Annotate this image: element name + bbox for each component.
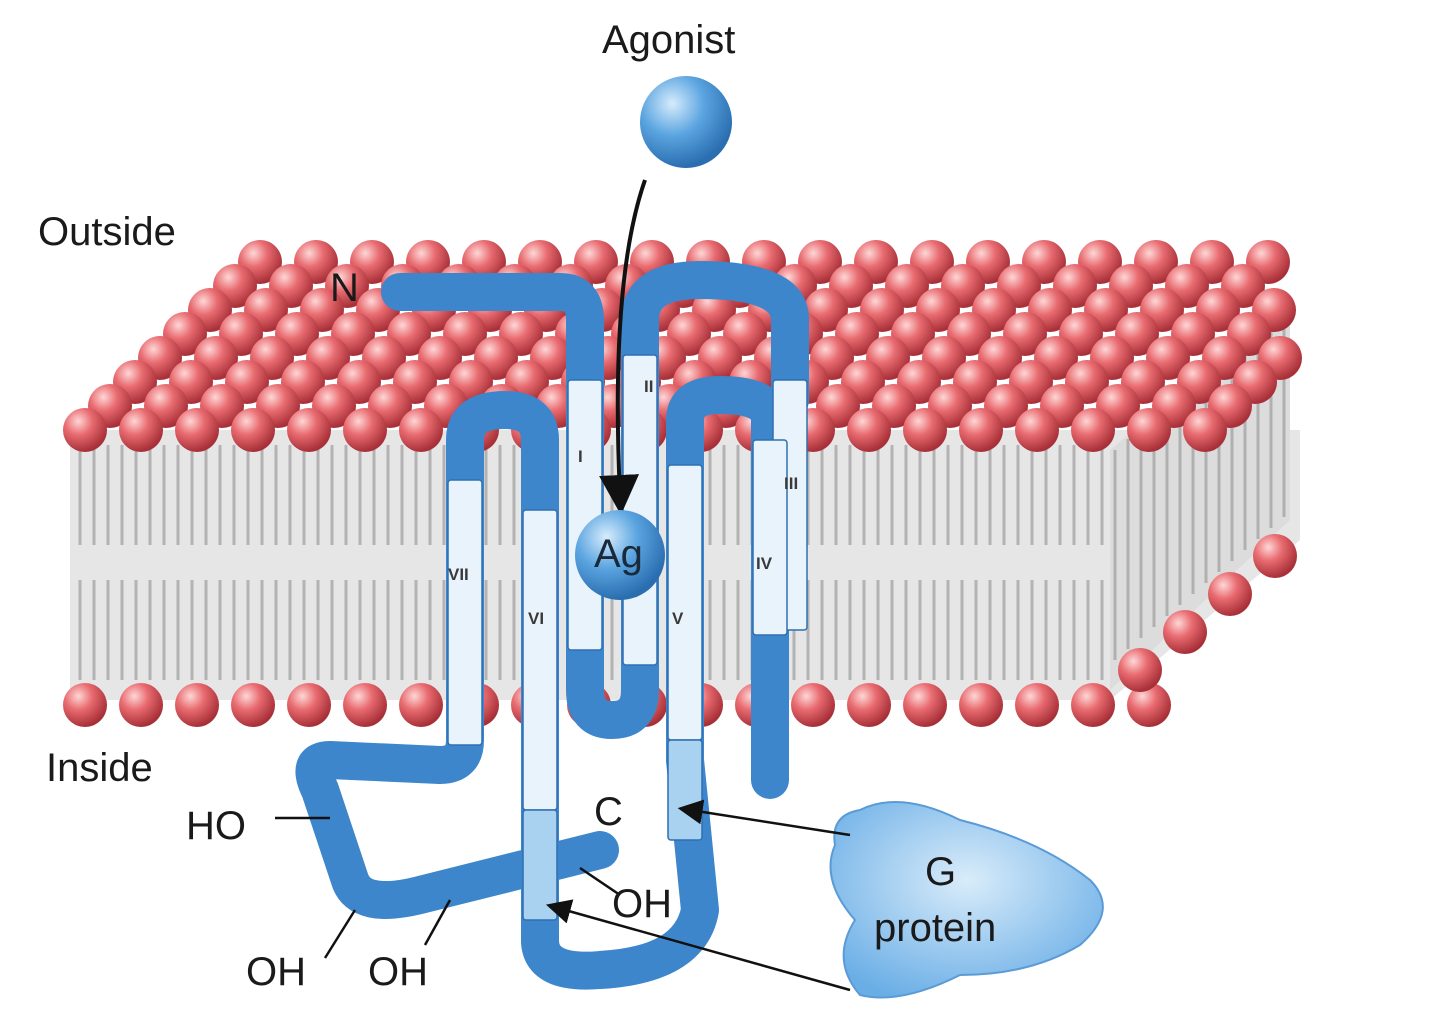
lipid-head <box>903 408 947 452</box>
helix-label-5: V <box>672 609 684 628</box>
oh-label-left: OH <box>246 950 306 994</box>
lipid-head <box>119 408 163 452</box>
lipid-head <box>1015 683 1059 727</box>
lipid-head <box>287 408 331 452</box>
bound-agonist <box>575 510 665 600</box>
n-terminus-label: N <box>330 266 359 310</box>
lipid-head <box>1015 408 1059 452</box>
lipid-head <box>791 683 835 727</box>
g-protein-label-line1: G <box>925 850 957 894</box>
pointer-lines <box>275 799 851 992</box>
lipid-head <box>63 408 107 452</box>
g-protein <box>829 801 1104 999</box>
lipid-head <box>847 683 891 727</box>
lipid-head <box>399 408 443 452</box>
helix-label-4: IV <box>756 554 773 573</box>
helix-label-6: VI <box>528 609 545 628</box>
lipid-head <box>231 683 275 727</box>
lipid-head <box>231 408 275 452</box>
lipid-head <box>959 683 1003 727</box>
helix-label-7: VII <box>448 565 469 584</box>
lipid-head <box>287 683 331 727</box>
lipid-head <box>343 683 387 727</box>
oh-label-c: OH <box>612 882 672 926</box>
helix-label-1: I <box>578 447 583 466</box>
lipid-head <box>1183 408 1227 452</box>
lipid-head <box>343 408 387 452</box>
ho-label: HO <box>186 804 246 848</box>
g-protein-label-line2: protein <box>874 906 997 950</box>
lipid-head <box>1127 408 1171 452</box>
lipid-head <box>1071 683 1115 727</box>
lipid-head <box>63 683 107 727</box>
lipid-head <box>1163 610 1207 654</box>
inside-label: Inside <box>46 746 153 790</box>
c-terminus-label: C <box>594 790 623 834</box>
lipid-head <box>175 408 219 452</box>
agonist-ball <box>640 76 732 168</box>
ag-label: Ag <box>594 532 643 576</box>
lipid-head <box>119 683 163 727</box>
helix-label-2: II <box>644 377 654 396</box>
lipid-head <box>1208 572 1252 616</box>
lipid-head <box>1071 408 1115 452</box>
outside-label: Outside <box>38 210 176 254</box>
lipid-head <box>1253 534 1297 578</box>
oh-label-right: OH <box>368 950 428 994</box>
lipid-head <box>1118 648 1162 692</box>
lipid-head <box>847 408 891 452</box>
receptor-protein <box>295 261 809 990</box>
agonist-arrow <box>599 179 647 515</box>
lipid-head <box>399 683 443 727</box>
helix-label-3: III <box>784 474 799 493</box>
lipid-head <box>903 683 947 727</box>
lipid-head <box>959 408 1003 452</box>
lipid-head <box>1127 683 1171 727</box>
agonist-label: Agonist <box>602 18 736 62</box>
lipid-head <box>175 683 219 727</box>
